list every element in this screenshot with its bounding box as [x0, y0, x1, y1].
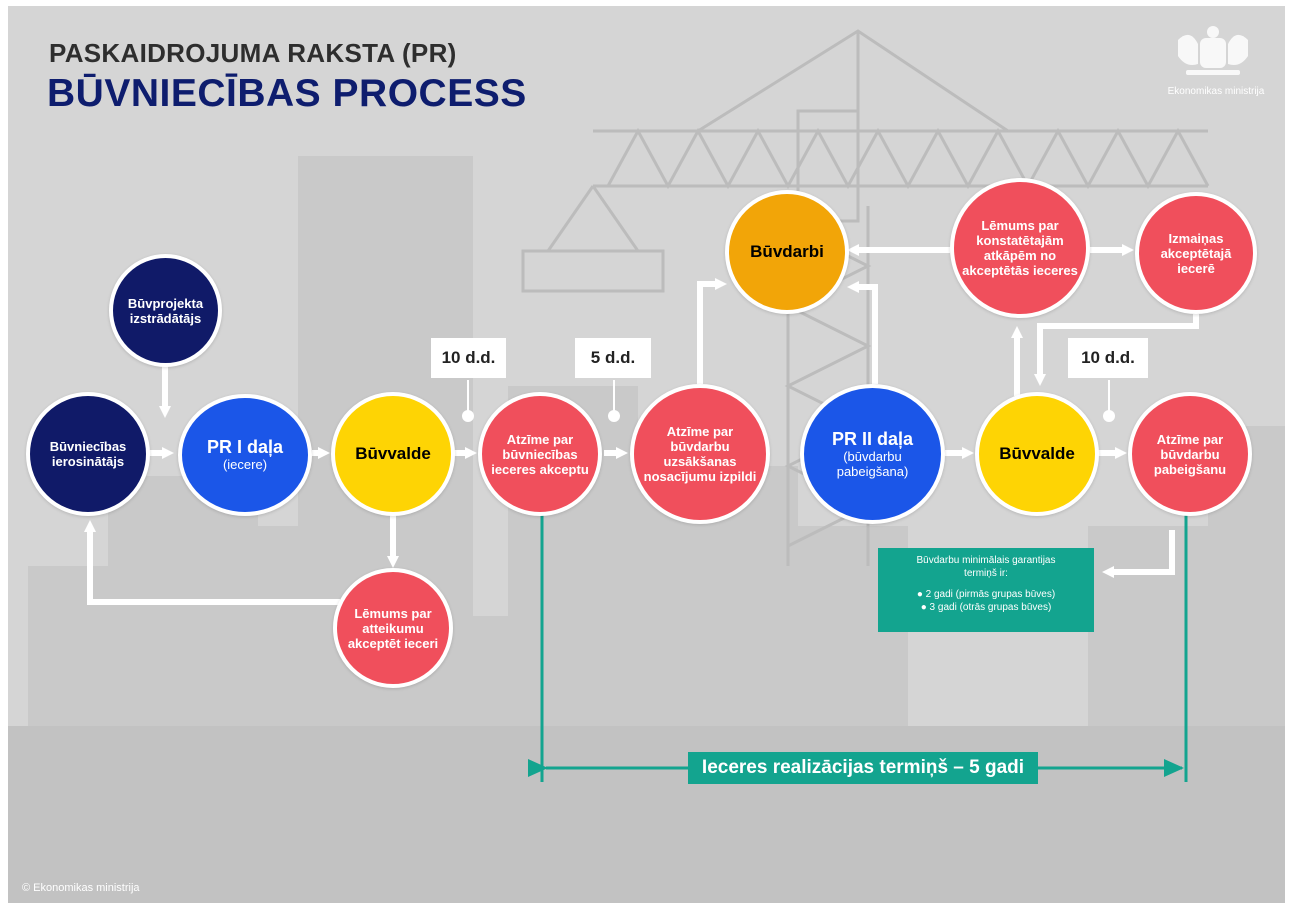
- guarantee-item: ● 2 gadi (pirmās grupas būves): [916, 589, 1056, 600]
- node-buvvalde-1: Būvvalde: [331, 392, 455, 516]
- node-izmainas: Izmaiņas akceptētajā iecerē: [1135, 192, 1257, 314]
- node-label: Būvniecības ierosinātājs: [49, 439, 127, 469]
- node-label: Atzīme par būvdarbu pabeigšanu: [1153, 431, 1227, 477]
- node-sublabel: (būvdarbu pabeigšana): [836, 448, 909, 479]
- node-label: Būvvalde: [999, 444, 1075, 463]
- node-pr-ii-dala: PR II daļa(būvdarbu pabeigšana): [800, 384, 945, 524]
- node-buvniecibas-ierosinatajs: Būvniecības ierosinātājs: [26, 392, 150, 516]
- coat-of-arms-logo: [1178, 26, 1248, 75]
- page-subtitle: PASKAIDROJUMA RAKSTA (PR): [49, 38, 457, 68]
- realization-term-label: Ieceres realizācijas termiņš – 5 gadi: [688, 752, 1038, 784]
- node-atzime-akcepts: Atzīme par būvniecības ieceres akceptu: [478, 392, 602, 516]
- node-label: Lēmums par konstatētajām atkāpēm no akce…: [962, 218, 1078, 278]
- node-label: Atzīme par būvniecības ieceres akceptu: [491, 431, 589, 477]
- node-atzime-nosacijumi: Atzīme par būvdarbu uzsākšanas nosacījum…: [630, 384, 770, 524]
- deadline-badge-10dd: 10 d.d.: [431, 338, 506, 378]
- guarantee-box: Būvdarbu minimālais garantijas termiņš i…: [878, 548, 1094, 632]
- node-lemums-atkapes: Lēmums par konstatētajām atkāpēm no akce…: [950, 178, 1090, 318]
- node-label: Atzīme par būvdarbu uzsākšanas nosacījum…: [643, 424, 757, 484]
- node-buvvalde-2: Būvvalde: [975, 392, 1099, 516]
- deadline-badge-10dd-final: 10 d.d.: [1068, 338, 1148, 378]
- node-label: PR II daļa: [831, 428, 914, 449]
- node-label: Lēmums par atteikumu akceptēt ieceri: [347, 605, 439, 651]
- ministry-label: Ekonomikas ministrija: [1167, 86, 1265, 97]
- node-label: Izmaiņas akceptētajā iecerē: [1160, 230, 1232, 276]
- node-label: PR I daļa: [206, 437, 284, 457]
- node-label: Būvdarbi: [750, 242, 824, 261]
- page-title: BŪVNIECĪBAS PROCESS: [47, 72, 527, 115]
- deadline-badge-5dd: 5 d.d.: [575, 338, 651, 378]
- node-lemums-atteikums: Lēmums par atteikumu akceptēt ieceri: [333, 568, 453, 688]
- node-label: Būvprojekta izstrādātājs: [127, 295, 204, 326]
- node-sublabel: (iecere): [222, 457, 268, 472]
- node-pr-i-dala: PR I daļa(iecere): [178, 394, 312, 516]
- guarantee-item: ● 3 gadi (otrās grupas būves): [920, 602, 1052, 613]
- guarantee-intro: Būvdarbu minimālais garantijas termiņš i…: [916, 555, 1056, 579]
- node-label: Būvvalde: [355, 444, 431, 463]
- node-atzime-pabeigsana: Atzīme par būvdarbu pabeigšanu: [1128, 392, 1252, 516]
- copyright: © Ekonomikas ministrija: [22, 882, 140, 894]
- node-buvdarbi: Būvdarbi: [725, 190, 849, 314]
- node-buvprojekta-izstradatajs: Būvprojekta izstrādātājs: [109, 254, 222, 367]
